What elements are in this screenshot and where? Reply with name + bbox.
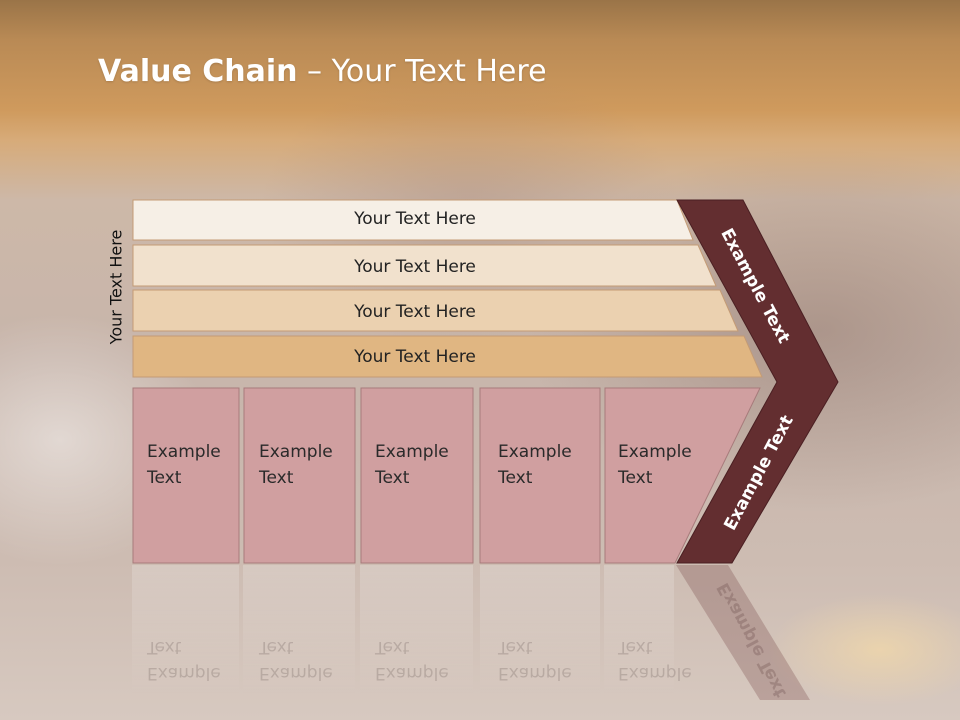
support-bar-4 xyxy=(132,335,763,378)
activity-1-label: Example Text xyxy=(147,442,221,488)
diagram-reflection xyxy=(132,565,810,700)
reflection-box-4 xyxy=(480,565,600,695)
activity-4-reflection: Example Text xyxy=(498,637,572,683)
slide-title: Value Chain – Your Text Here xyxy=(98,54,547,89)
activity-3-reflection: Example Text xyxy=(375,637,449,683)
support-bar-3 xyxy=(132,289,739,332)
activity-5-reflection: Example Text xyxy=(618,637,692,683)
support-bar-3-label: Your Text Here xyxy=(354,302,476,322)
activity-box-1 xyxy=(132,387,240,564)
activity-box-2 xyxy=(243,387,356,564)
activity-2-reflection: Example Text xyxy=(259,637,333,683)
margin-chevron xyxy=(676,199,839,564)
reflection-box-5 xyxy=(604,565,674,695)
activity-1-reflection: Example Text xyxy=(147,637,221,683)
support-bar-1 xyxy=(132,199,694,241)
reflection-chevron xyxy=(676,565,810,700)
activity-4-label: Example Text xyxy=(498,442,572,488)
activity-box-4 xyxy=(479,387,601,564)
activity-box-3 xyxy=(360,387,474,564)
activity-5-label: Example Text xyxy=(618,442,692,488)
reflection-box-1 xyxy=(132,565,239,695)
activity-3-label: Example Text xyxy=(375,442,449,488)
activity-2-label: Example Text xyxy=(259,442,333,488)
support-bar-2 xyxy=(132,244,717,287)
support-bar-1-label: Your Text Here xyxy=(354,209,476,229)
reflection-box-3 xyxy=(360,565,473,695)
support-bar-2-label: Your Text Here xyxy=(354,257,476,277)
reflection-box-2 xyxy=(243,565,355,695)
activity-box-5 xyxy=(604,387,761,564)
support-bar-4-label: Your Text Here xyxy=(354,347,476,367)
